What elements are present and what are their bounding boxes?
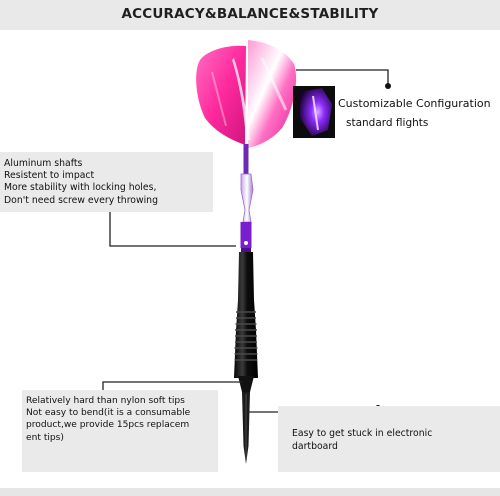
dart-tip xyxy=(242,392,250,464)
flight-wings xyxy=(196,40,297,148)
bottom-bar xyxy=(0,488,500,496)
tip-info-line: Not easy to bend(it is a consumable xyxy=(26,408,191,419)
tip-info-box: Relatively hard than nylon soft tips Not… xyxy=(22,390,218,472)
shaft-info-line: More stability with locking holes, xyxy=(4,182,157,194)
shaft-info-box: Aluminum shafts Resistent to impact More… xyxy=(0,152,213,212)
configuration-title: Customizable Configuration xyxy=(338,97,491,110)
stuck-info-box: Easy to get stuck in electronic dartboar… xyxy=(278,406,500,472)
dart-barrel xyxy=(234,252,258,392)
tip-info-line: product,we provide 15pcs replacem xyxy=(26,420,190,431)
tip-info-line: ent tips) xyxy=(26,432,64,443)
banner-title: ACCURACY&BALANCE&STABILITY xyxy=(121,6,379,22)
configuration-subtitle: standard flights xyxy=(346,117,429,129)
flight-thumbnail-icon xyxy=(293,86,335,138)
title-banner: ACCURACY&BALANCE&STABILITY xyxy=(0,0,500,30)
dart-shaft xyxy=(240,144,254,252)
shaft-info-line: Don't need screw every throwing xyxy=(4,194,158,206)
stuck-info-line: dartboard xyxy=(292,441,338,452)
shaft-info-line: Resistent to impact xyxy=(4,170,95,182)
stuck-info-line: Easy to get stuck in electronic xyxy=(292,428,433,439)
shaft-info-line: Aluminum shafts xyxy=(4,158,83,169)
tip-info-line: Relatively hard than nylon soft tips xyxy=(26,396,185,406)
